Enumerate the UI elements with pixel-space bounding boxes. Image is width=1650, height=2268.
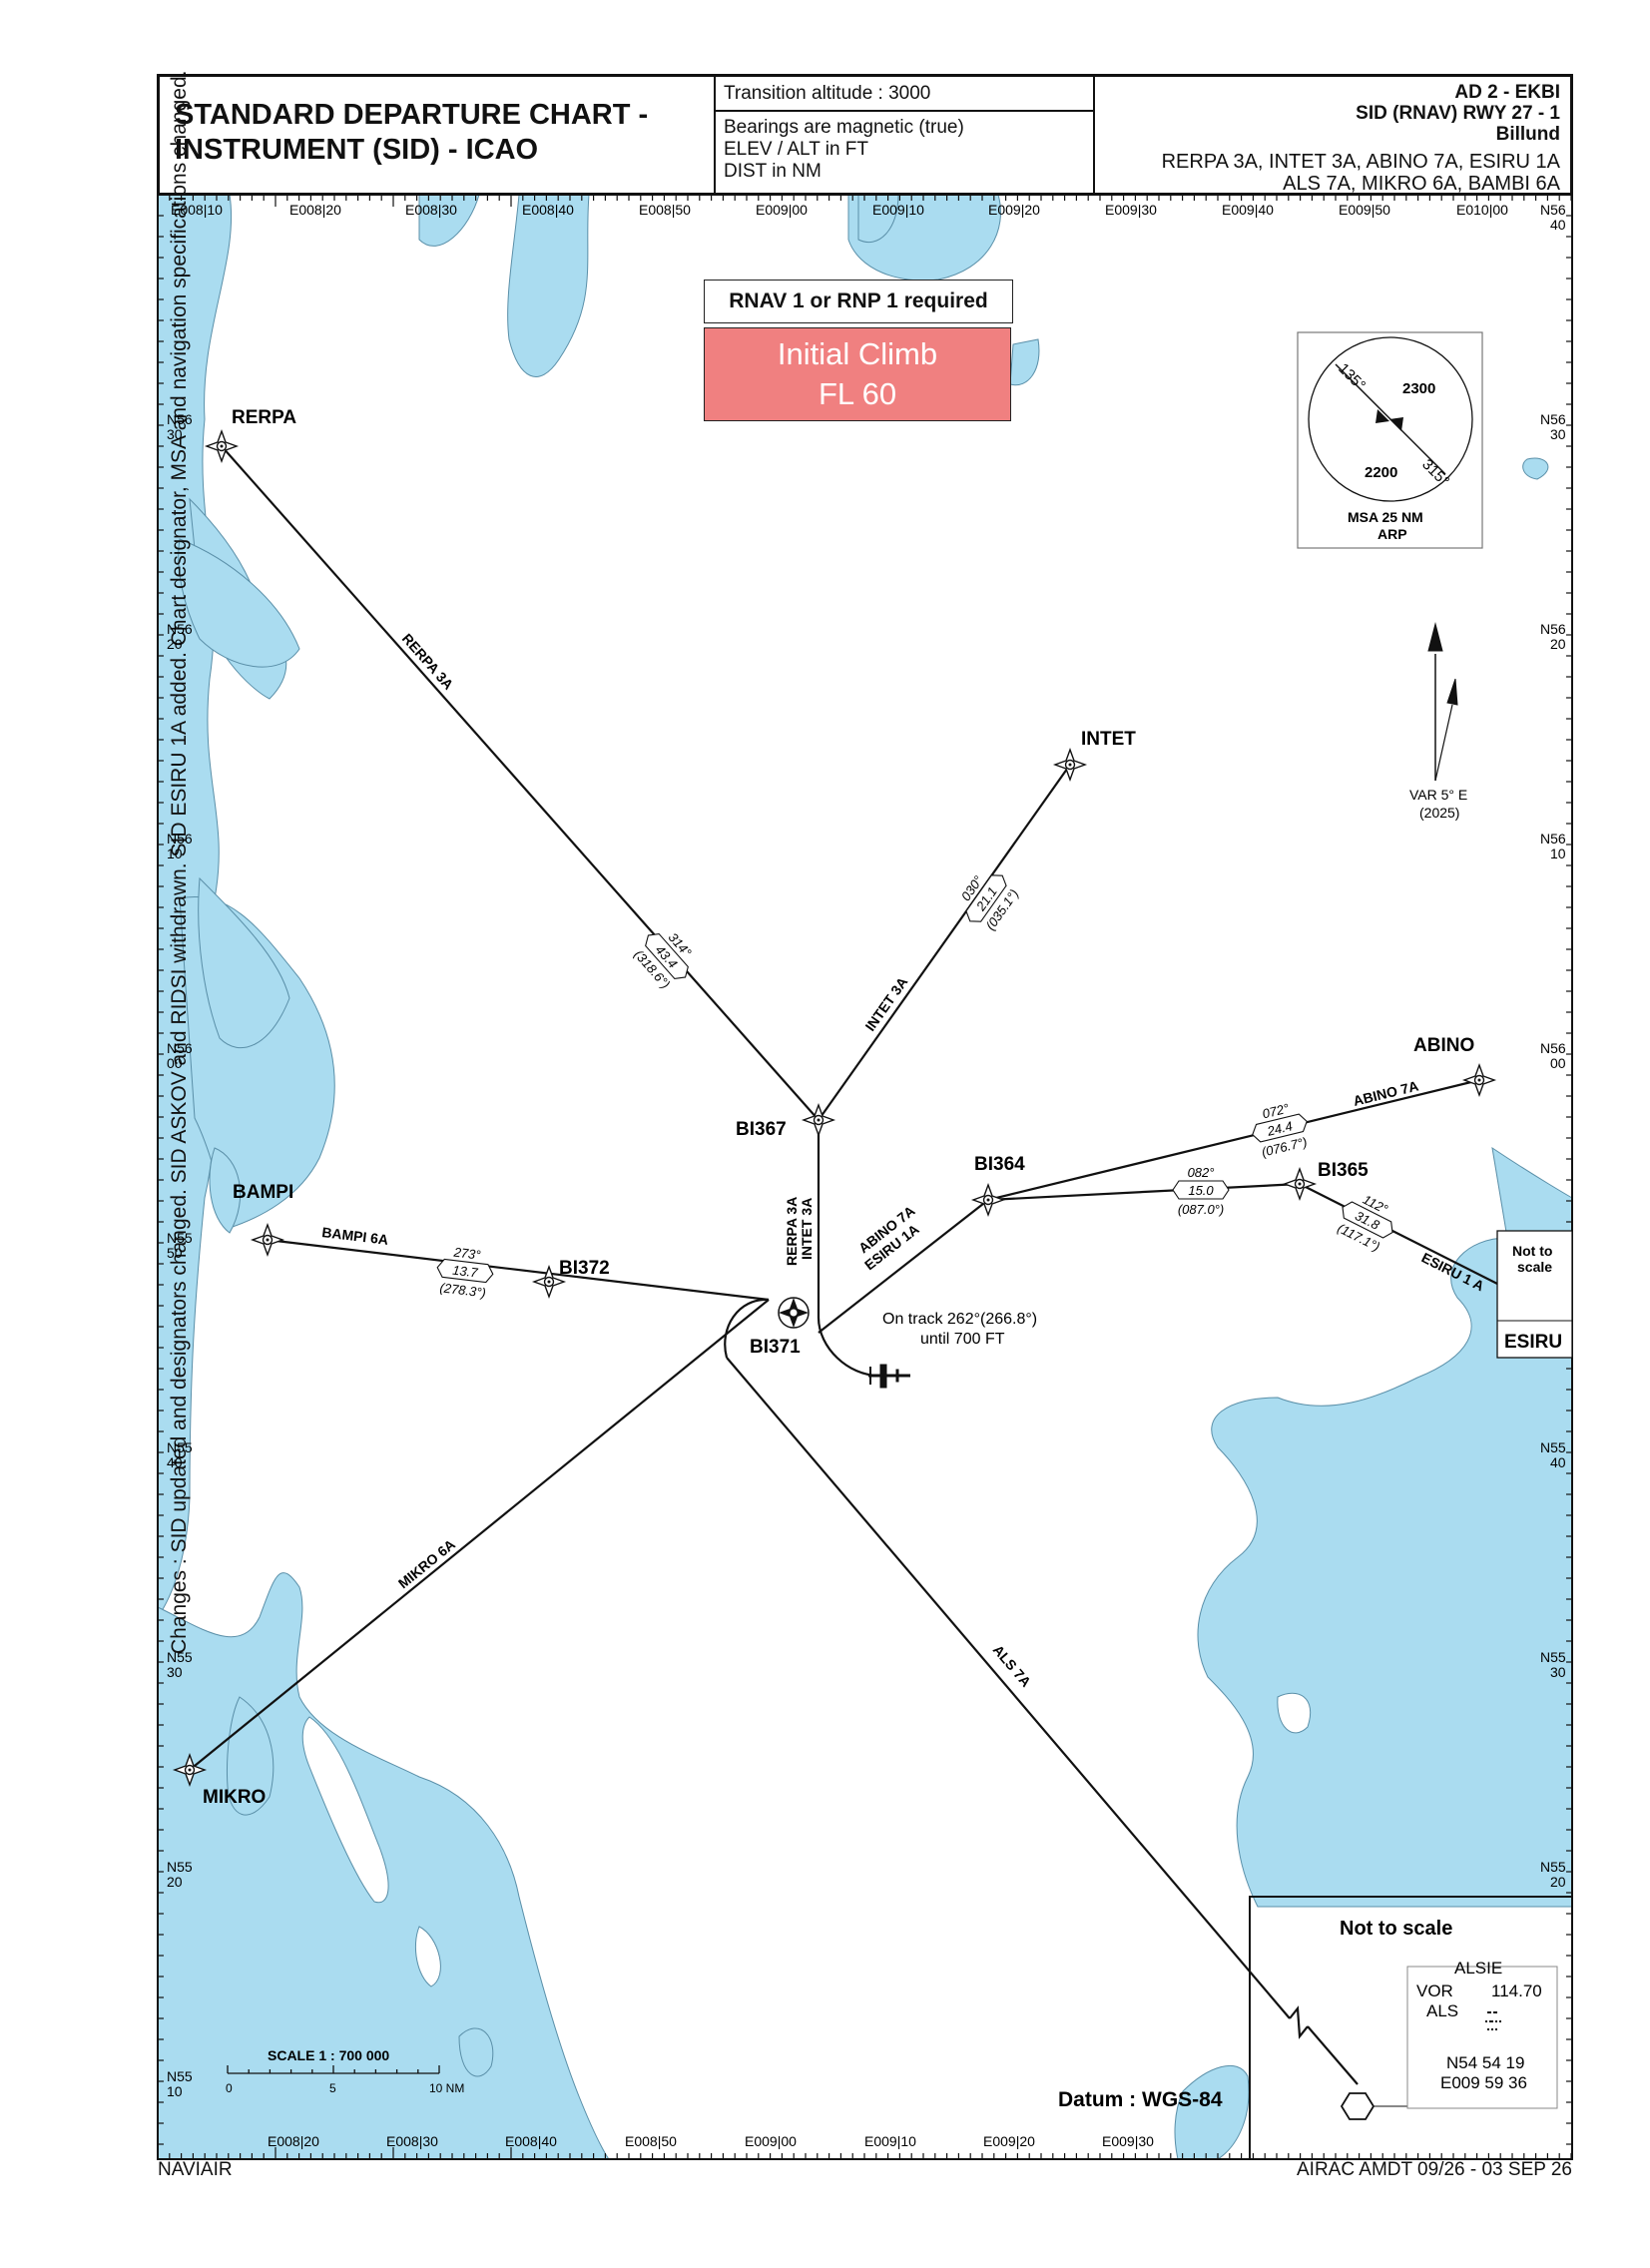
leg-box-abino: 072°24.4(076.7°)	[1252, 1101, 1309, 1160]
leg-box-intet: 030°21.1(035.1°)	[958, 873, 1022, 933]
rnav-requirement: RNAV 1 or RNP 1 required	[704, 280, 1013, 323]
aircraft-icon	[868, 1364, 910, 1389]
route-als-break	[1289, 2005, 1309, 2039]
procedures-line-2: ALS 7A, MIKRO 6A, BAMBI 6A	[1283, 173, 1560, 195]
north-arrow-icon	[1427, 622, 1458, 782]
leg-box-esiru: 112°31.8(117.1°)	[1336, 1192, 1393, 1254]
initial-climb-box: Initial Climb FL 60	[704, 327, 1011, 421]
route-als	[726, 1357, 1291, 2019]
procedures-line-1: RERPA 3A, INTET 3A, ABINO 7A, ESIRU 1A	[1161, 151, 1560, 173]
title-line-1: STANDARD DEPARTURE CHART -	[175, 99, 649, 131]
island-sw-1	[301, 1716, 389, 1904]
footer-right: AIRAC AMDT 09/26 - 03 SEP 26	[1297, 2159, 1572, 2180]
leg-track-abino: 072°	[1261, 1101, 1291, 1122]
route-esiru	[1299, 1183, 1506, 1289]
leg-dist-bampi: 13.7	[451, 1263, 479, 1281]
leg-dist-bi365: 15.0	[1188, 1183, 1214, 1198]
route-bampi	[267, 1238, 770, 1302]
waypoint-symbols	[172, 428, 1570, 1788]
route-intet	[818, 764, 1071, 1121]
leg-track-bi365: 082°	[1188, 1165, 1215, 1180]
title-line-2: INSTRUMENT (SID) - ICAO	[175, 134, 539, 166]
elev-note: ELEV / ALT in FT	[724, 139, 869, 160]
header-right: AD 2 - EKBI SID (RNAV) RWY 27 - 1 Billun…	[1098, 82, 1560, 195]
route-als-end	[1307, 2025, 1359, 2085]
lake-right-1	[1522, 457, 1549, 480]
route-mikro	[189, 1299, 770, 1771]
ad-designator: AD 2 - EKBI	[1454, 82, 1560, 103]
south-lake-1	[458, 2027, 494, 2077]
bearings-note: Bearings are magnetic (true)	[724, 117, 964, 138]
leg-box-bampi: 273°13.7(278.3°)	[436, 1244, 494, 1301]
waypoint-bi365-icon	[1282, 1166, 1318, 1202]
ringkobing-water	[209, 1147, 242, 1234]
lake-northwest-1	[178, 538, 300, 668]
waypoint-mikro-icon	[172, 1752, 208, 1788]
bi371-symbol	[778, 1297, 810, 1329]
lake-top-5	[1009, 338, 1040, 386]
island-sw-2	[414, 1926, 441, 1987]
header-divider-3	[714, 110, 1093, 112]
waypoint-intet-icon	[1052, 747, 1088, 783]
graticule-ticks	[157, 194, 1572, 2159]
route-lines	[189, 445, 1553, 2085]
leg-track-bampi: 273°	[452, 1244, 481, 1262]
leg-box-rerpa: 314°43.4(318.6°)	[631, 929, 694, 991]
route-bi371-bi364	[818, 1199, 989, 1334]
header-divider-1	[714, 75, 716, 195]
alsie-info-box	[1406, 1966, 1558, 2109]
alsie-vor-icon	[1340, 2092, 1375, 2120]
sid-designator: SID (RNAV) RWY 27 - 1	[1356, 103, 1560, 124]
chart-header	[158, 75, 1572, 195]
leg-true-bampi: (278.3°)	[439, 1280, 487, 1300]
lake-top-2	[418, 194, 480, 247]
initial-climb-level: FL 60	[818, 376, 897, 411]
leg-box-bi365: 082° 15.0 (087.0°)	[1172, 1165, 1230, 1217]
waypoint-bi367-icon	[801, 1102, 836, 1138]
scale-bar	[227, 2065, 440, 2074]
changes-note: Changes : SID updated and designators ch…	[168, 70, 191, 1654]
lake-top-4	[857, 194, 899, 244]
island-1	[198, 876, 290, 1048]
leg-true-bi365: (087.0°)	[1178, 1202, 1224, 1217]
sw-bay	[227, 1696, 275, 1816]
dist-note: DIST in NM	[724, 161, 822, 182]
waypoint-bi364-icon	[970, 1182, 1006, 1218]
lake-top-1	[507, 194, 590, 377]
msa-diagram	[1297, 331, 1483, 549]
transition-altitude: Transition altitude : 3000	[724, 83, 931, 104]
leg-dist-abino: 24.4	[1265, 1118, 1294, 1139]
waypoint-bampi-icon	[250, 1222, 285, 1258]
route-bi367-departure	[817, 1120, 893, 1378]
header-divider-2	[1093, 75, 1095, 195]
leg-data-boxes: 314°43.4(318.6°) 030°21.1(035.1°) 072°24.4…	[436, 873, 1393, 1301]
southeast-lake	[1174, 2064, 1250, 2160]
route-abino	[987, 1078, 1480, 1202]
chart-title: STANDARD DEPARTURE CHART - INSTRUMENT (S…	[175, 98, 694, 168]
route-bi371-loop	[724, 1298, 770, 1359]
header-mid: Transition altitude : 3000 Bearings are …	[724, 83, 1088, 183]
route-bi364-bi365	[987, 1182, 1301, 1202]
initial-climb-label: Initial Climb	[777, 336, 938, 371]
island-sea-1	[1277, 1692, 1312, 1734]
waypoint-bi372-icon	[531, 1264, 567, 1300]
waypoint-rerpa-icon	[204, 428, 240, 464]
airport-name: Billund	[1495, 124, 1560, 145]
waypoint-abino-icon	[1461, 1062, 1497, 1098]
footer-left: NAVIAIR	[158, 2159, 233, 2180]
route-rerpa	[221, 445, 820, 1121]
